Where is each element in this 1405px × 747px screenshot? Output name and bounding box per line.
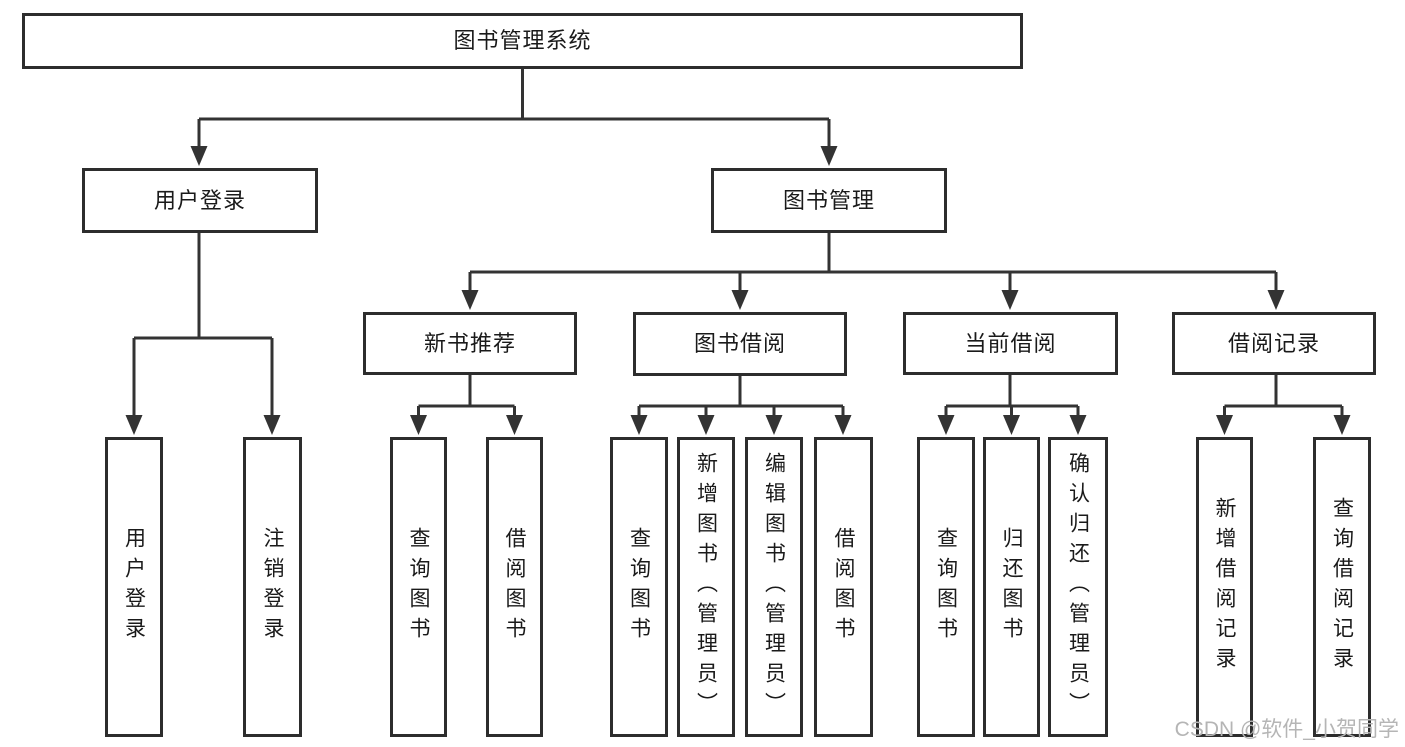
node-label: 查询图书: [934, 527, 958, 647]
connector-current-borrow-to-leaves: [937, 375, 1087, 435]
leaf-query-books-borrow: 查询图书: [610, 437, 668, 737]
node-book-borrow: 图书借阅: [633, 312, 847, 376]
node-label: 编辑图书（管理员）: [762, 452, 786, 722]
arrowhead: [820, 146, 838, 166]
node-label: 查询图书: [407, 527, 430, 647]
leaf-query-books-recommend: 查询图书: [390, 437, 447, 737]
arrowhead: [765, 415, 783, 435]
arrowhead: [461, 290, 479, 310]
node-new-book-recommend: 新书推荐: [363, 312, 577, 375]
node-label: 确认归还（管理员）: [1066, 452, 1090, 722]
leaf-query-borrow-record: 查询借阅记录: [1313, 437, 1371, 737]
node-label: 新增借阅记录: [1213, 497, 1236, 677]
arrowhead: [1333, 415, 1351, 435]
node-borrow-records: 借阅记录: [1172, 312, 1376, 375]
arrowhead: [1267, 290, 1285, 310]
node-label: 查询借阅记录: [1330, 497, 1354, 677]
leaf-add-books-admin: 新增图书（管理员）: [677, 437, 735, 737]
csdn-watermark: CSDN @软件_小贺同学: [1174, 718, 1399, 741]
node-label: 借阅图书: [832, 527, 855, 647]
leaf-logout: 注销登录: [243, 437, 302, 737]
connector-borrow-records-to-leaves: [1216, 375, 1351, 435]
leaf-borrow-books-recommend: 借阅图书: [486, 437, 543, 737]
arrowhead: [731, 290, 749, 310]
leaf-edit-books-admin: 编辑图书（管理员）: [745, 437, 803, 737]
node-label: 用户登录: [153, 187, 246, 213]
node-label: 归还图书: [1000, 527, 1023, 647]
node-label: 新增图书（管理员）: [694, 452, 718, 722]
connector-book-borrow-to-leaves: [630, 376, 852, 435]
arrowhead: [263, 415, 281, 435]
node-label: 用户登录: [122, 527, 146, 647]
connector-book-management-to-level3: [461, 233, 1285, 310]
arrowhead: [630, 415, 648, 435]
arrowhead: [190, 146, 208, 166]
connector-root-to-level2: [190, 69, 838, 166]
arrowhead: [697, 415, 715, 435]
connector-user-login-to-leaves: [125, 233, 281, 435]
leaf-add-borrow-record: 新增借阅记录: [1196, 437, 1253, 737]
node-user-login: 用户登录: [82, 168, 318, 233]
node-label: 借阅记录: [1227, 330, 1320, 356]
leaf-user-login: 用户登录: [105, 437, 163, 737]
arrowhead: [1003, 415, 1020, 435]
node-current-borrow: 当前借阅: [903, 312, 1118, 375]
connector-new-book-to-leaves: [410, 375, 523, 435]
node-root-library-system: 图书管理系统: [22, 13, 1023, 69]
node-label: 注销登录: [261, 527, 284, 647]
node-label: 新书推荐: [423, 330, 516, 356]
node-label: 当前借阅: [964, 330, 1057, 356]
arrowhead: [1001, 290, 1019, 310]
node-label: 借阅图书: [503, 527, 526, 647]
node-label: 图书管理系统: [453, 28, 592, 53]
arrowhead: [125, 415, 143, 435]
arrowhead: [937, 415, 955, 435]
node-label: 图书借阅: [693, 331, 786, 356]
arrowhead: [834, 415, 852, 435]
arrowhead: [410, 415, 427, 435]
node-label: 查询图书: [627, 527, 651, 647]
node-label: 图书管理: [782, 187, 875, 213]
arrowhead: [1216, 415, 1233, 435]
arrowhead: [1069, 415, 1087, 435]
leaf-borrow-books: 借阅图书: [814, 437, 873, 737]
node-book-management: 图书管理: [711, 168, 947, 233]
leaf-confirm-return-admin: 确认归还（管理员）: [1048, 437, 1108, 737]
leaf-return-books: 归还图书: [983, 437, 1040, 737]
leaf-query-books-current: 查询图书: [917, 437, 975, 737]
arrowhead: [506, 415, 523, 435]
